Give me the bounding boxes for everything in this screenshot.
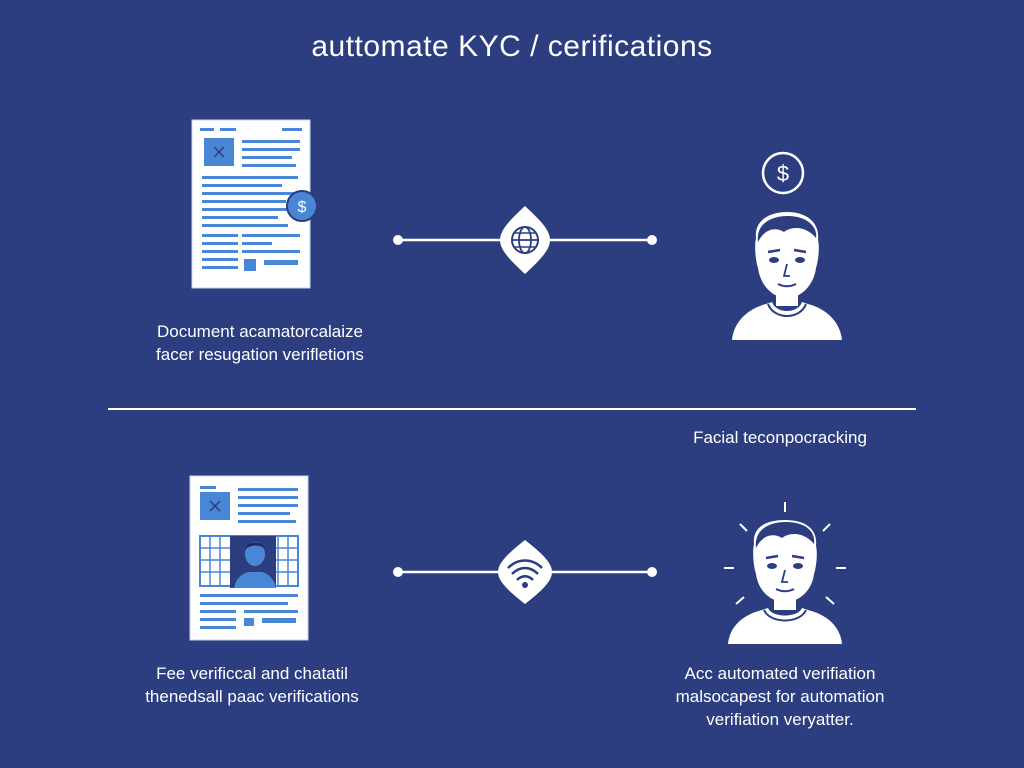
top-left-caption: Document acamatorcalaize facer resugatio… bbox=[120, 320, 400, 366]
bottom-right-caption: Acc automated verifiation malsocapest fo… bbox=[650, 662, 910, 731]
scan-rays bbox=[724, 502, 846, 605]
caption-line: thenedsall paac verifications bbox=[145, 687, 359, 706]
person-face-icon bbox=[728, 208, 846, 342]
globe-icon bbox=[500, 206, 550, 274]
top-connector bbox=[390, 200, 660, 280]
caption-line: Fee verificcal and chatatil bbox=[156, 664, 348, 683]
id-document-with-photo-icon bbox=[188, 474, 312, 644]
page-title: auttomate KYC / cerifications bbox=[311, 30, 713, 63]
dollar-circle-icon: $ bbox=[760, 150, 806, 196]
wifi-signal-icon bbox=[498, 540, 552, 604]
caption-line: malsocapest for automation bbox=[675, 687, 885, 706]
divider-line bbox=[108, 408, 916, 410]
svg-text:$: $ bbox=[298, 199, 307, 216]
caption-line: verifiation veryatter. bbox=[706, 710, 854, 729]
divider-label: Facial teconpocracking bbox=[693, 428, 867, 447]
svg-text:$: $ bbox=[777, 161, 789, 186]
document-with-dollar-badge-icon: $ bbox=[190, 118, 320, 290]
bottom-left-caption: Fee verificcal and chatatil thenedsall p… bbox=[110, 662, 394, 708]
caption-line: facer resugation verifletions bbox=[156, 345, 364, 364]
person-face-scan-icon bbox=[720, 498, 850, 646]
caption-line: Acc automated verifiation bbox=[684, 664, 876, 683]
bottom-connector bbox=[390, 532, 660, 612]
caption-line: Document acamatorcalaize bbox=[157, 322, 363, 341]
id-photo-person-icon bbox=[234, 542, 276, 588]
